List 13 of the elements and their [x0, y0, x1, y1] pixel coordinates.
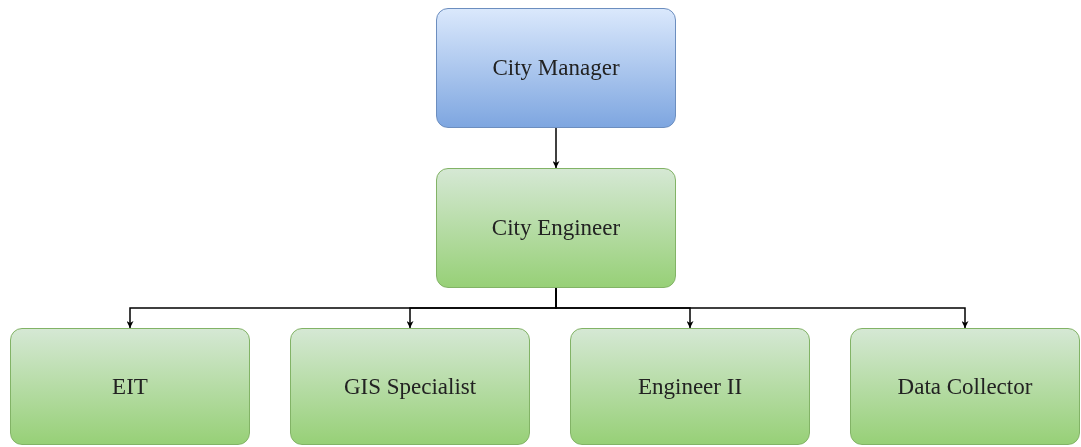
position-box: [436, 168, 676, 288]
position-title: GIS Specialist: [343, 373, 477, 400]
position-box: [10, 328, 250, 445]
position-title: Engineer II: [637, 373, 743, 400]
position-box: [436, 8, 676, 128]
position-title: City Manager: [492, 55, 620, 81]
position-box: [850, 328, 1080, 445]
position-box: [570, 328, 810, 445]
connector-arrow: [552, 127, 560, 169]
position-title: Data Collector: [897, 373, 1033, 400]
position-box: [290, 328, 530, 445]
position-title: EIT: [112, 373, 148, 400]
position-title: City Engineer: [491, 215, 621, 241]
